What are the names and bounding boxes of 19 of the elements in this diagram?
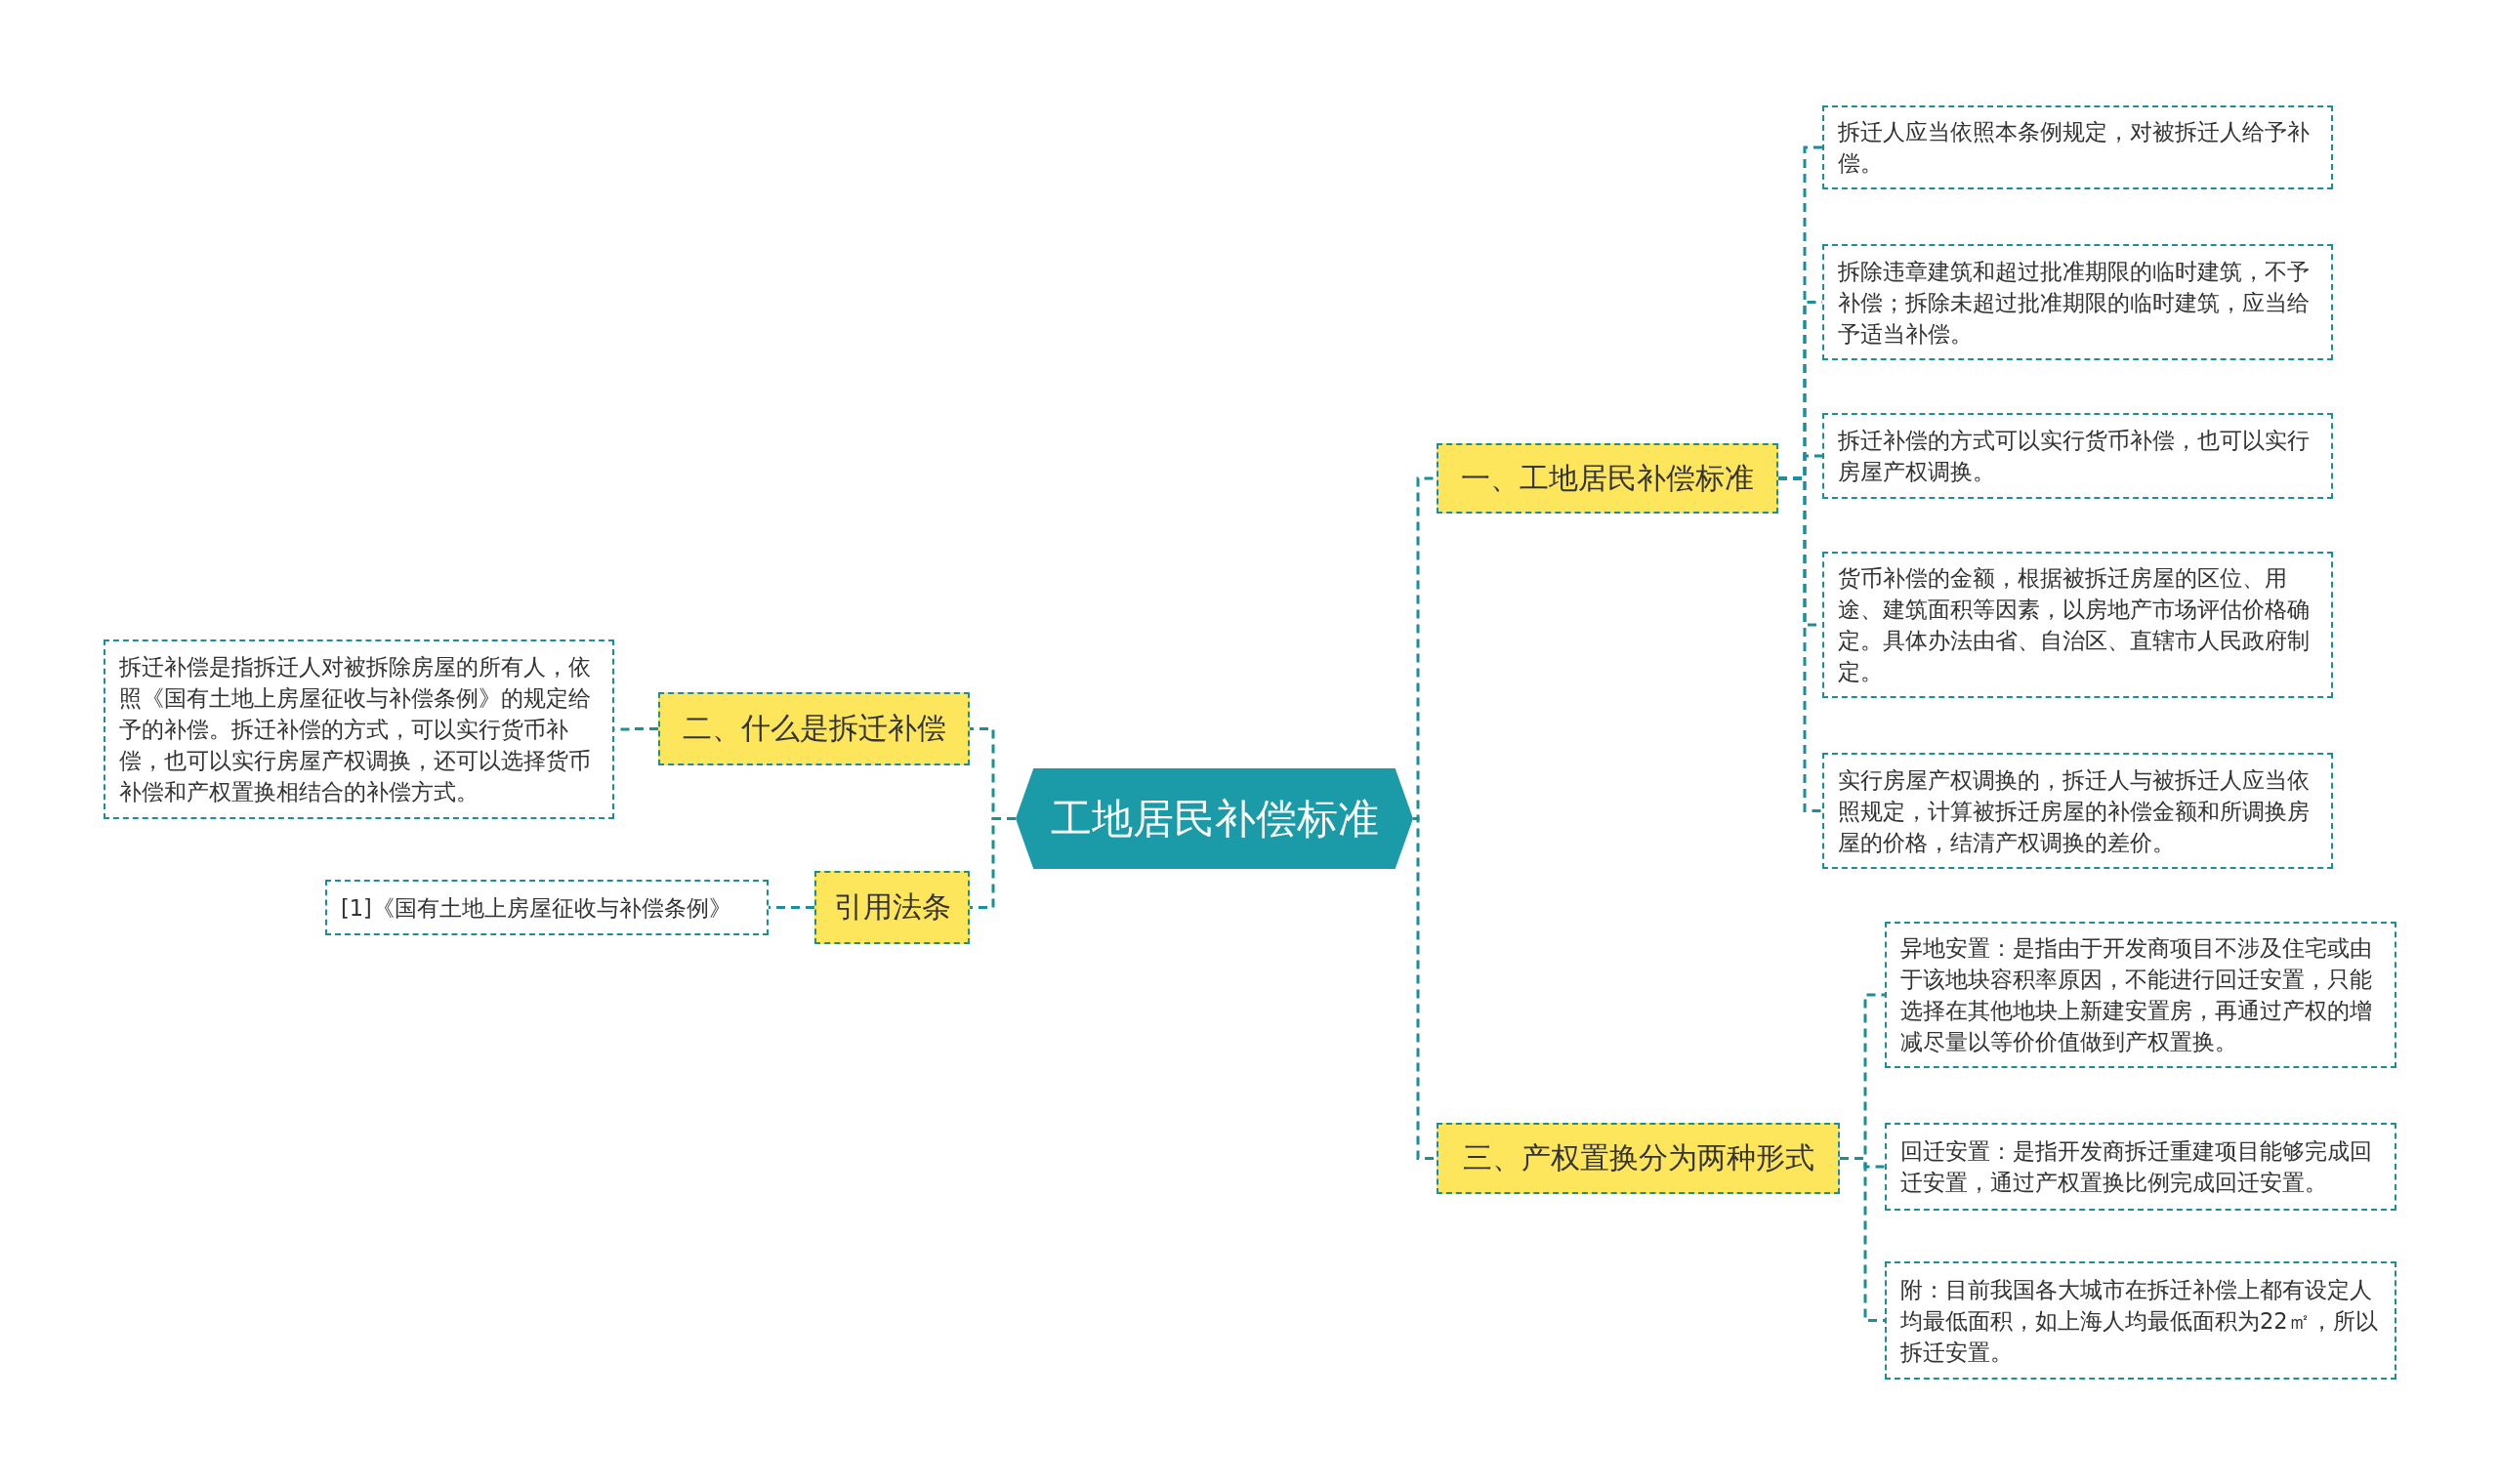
topic-box: 引用法条 bbox=[814, 871, 970, 944]
text-box: 实行房屋产权调换的，拆迁人与被拆迁人应当依照规定，计算被拆迁房屋的补偿金额和所调换房屋的价格，结清产权调换的差价。 bbox=[1822, 753, 2333, 869]
text-box: 货币补偿的金额，根据被拆迁房屋的区位、用途、建筑面积等因素，以房地产市场评估价格确定。具体办法由省、自治区、直辖市人民政府制定。 bbox=[1822, 552, 2333, 698]
text-box: 拆迁补偿是指拆迁人对被拆除房屋的所有人，依照《国有土地上房屋征收与补偿条例》的规定给予的补偿。拆迁补偿的方式，可以实行货币补偿，也可以实行房屋产权调换，还可以选择货币补偿和产权置换相结合的补偿方式。 bbox=[104, 639, 614, 819]
topic-box: 一、工地居民补偿标准 bbox=[1437, 443, 1778, 514]
text-box: 附：目前我国各大城市在拆迁补偿上都有设定人均最低面积，如上海人均最低面积为22㎡，所以拆迁安置。 bbox=[1885, 1261, 2396, 1380]
connector-line bbox=[1413, 817, 1437, 1160]
connector-line bbox=[970, 817, 1016, 909]
connector-line bbox=[1840, 1157, 1885, 1322]
topic-box: 二、什么是拆迁补偿 bbox=[658, 692, 970, 765]
topic-box: 三、产权置换分为两种形式 bbox=[1437, 1123, 1840, 1194]
text-box: 拆迁补偿的方式可以实行货币补偿，也可以实行房屋产权调换。 bbox=[1822, 413, 2333, 499]
connector-line bbox=[1778, 476, 1822, 812]
text-box: 拆除违章建筑和超过批准期限的临时建筑，不予补偿；拆除未超过批准期限的临时建筑，应当给予适当补偿。 bbox=[1822, 244, 2333, 360]
text-box: 回迁安置：是指开发商拆迁重建项目能够完成回迁安置，通过产权置换比例完成回迁安置。 bbox=[1885, 1123, 2396, 1211]
text-box: 异地安置：是指由于开发商项目不涉及住宅或由于该地块容积率原因，不能进行回迁安置，只能选择在其他地块上新建安置房，再通过产权的增减尽量以等价价值做到产权置换。 bbox=[1885, 922, 2396, 1068]
text-box: 拆迁人应当依照本条例规定，对被拆迁人给予补偿。 bbox=[1822, 105, 2333, 189]
text-box: [1]《国有土地上房屋征收与补偿条例》 bbox=[325, 880, 769, 935]
connector-line bbox=[769, 906, 814, 909]
